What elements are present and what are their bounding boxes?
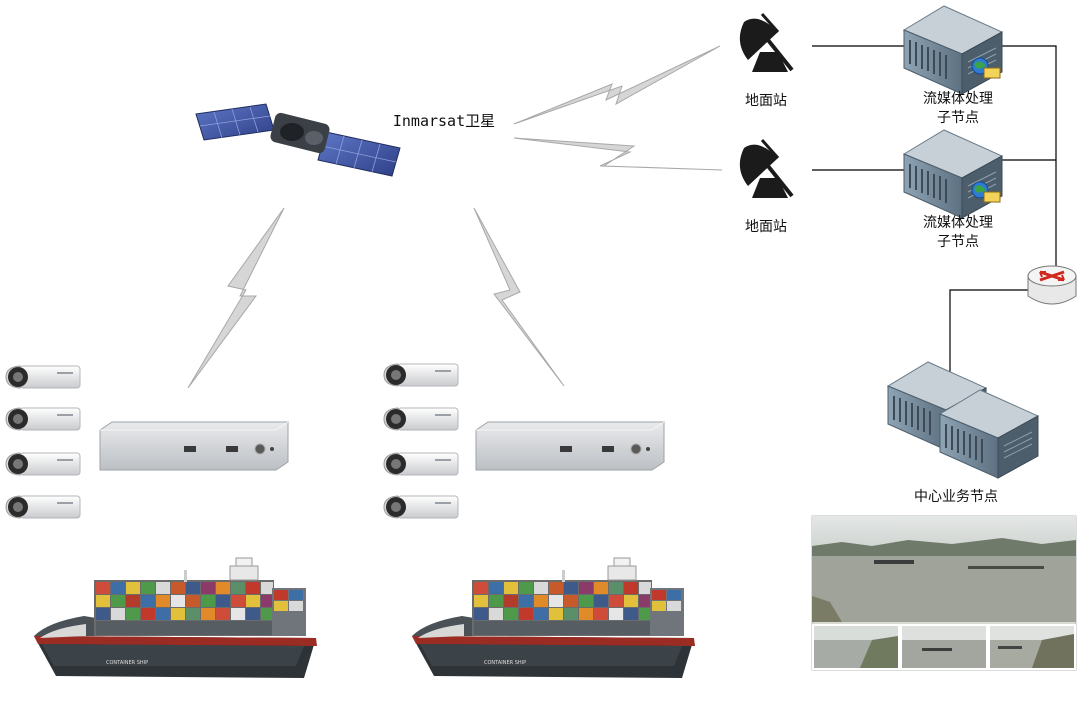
river-video-preview-icon bbox=[811, 515, 1077, 671]
router-icon bbox=[1027, 265, 1077, 305]
camera-icon bbox=[383, 495, 459, 519]
camera-icon bbox=[5, 495, 81, 519]
vessel-1 bbox=[5, 365, 318, 679]
vessel-2 bbox=[383, 363, 696, 679]
link-satellite-to-vessel-1 bbox=[187, 207, 285, 389]
container-ship-icon bbox=[411, 557, 696, 679]
streaming-node-1-label-line2: 子节点 bbox=[937, 110, 979, 126]
central-node-label: 中心业务节点 bbox=[914, 489, 998, 505]
link-satellite-to-vessel-2 bbox=[473, 207, 565, 387]
video-recorder-icon bbox=[99, 421, 289, 471]
wire-node1-bus bbox=[1002, 45, 1057, 268]
camera-icon bbox=[5, 407, 81, 431]
streaming-node-2-label-line2: 子节点 bbox=[937, 234, 979, 250]
server-cluster-icon bbox=[887, 361, 1039, 479]
satellite-dish-icon bbox=[739, 139, 794, 198]
ground-station-1-label: 地面站 bbox=[745, 93, 787, 109]
streaming-node-2-label-line1: 流媒体处理 bbox=[923, 215, 993, 231]
link-satellite-to-ground-station-2 bbox=[513, 137, 723, 171]
wired-links bbox=[812, 45, 1057, 376]
camera-icon bbox=[5, 452, 81, 476]
wire-router-central bbox=[949, 289, 1030, 376]
satellite-icon bbox=[195, 103, 401, 177]
camera-icon bbox=[383, 452, 459, 476]
satellite-label: Inmarsat卫星 bbox=[392, 112, 496, 130]
camera-icon bbox=[383, 363, 459, 387]
camera-icon bbox=[5, 365, 81, 389]
server-icon bbox=[903, 5, 1003, 95]
wireless-links bbox=[187, 45, 723, 389]
camera-icon bbox=[383, 407, 459, 431]
video-recorder-icon bbox=[475, 421, 665, 471]
satellite-dish-icon bbox=[739, 13, 794, 72]
link-satellite-to-ground-station-1 bbox=[513, 45, 721, 125]
streaming-node-1-label-line1: 流媒体处理 bbox=[923, 91, 993, 107]
ground-station-2-label: 地面站 bbox=[745, 219, 787, 235]
server-icon bbox=[903, 129, 1003, 219]
container-ship-icon bbox=[33, 557, 318, 679]
